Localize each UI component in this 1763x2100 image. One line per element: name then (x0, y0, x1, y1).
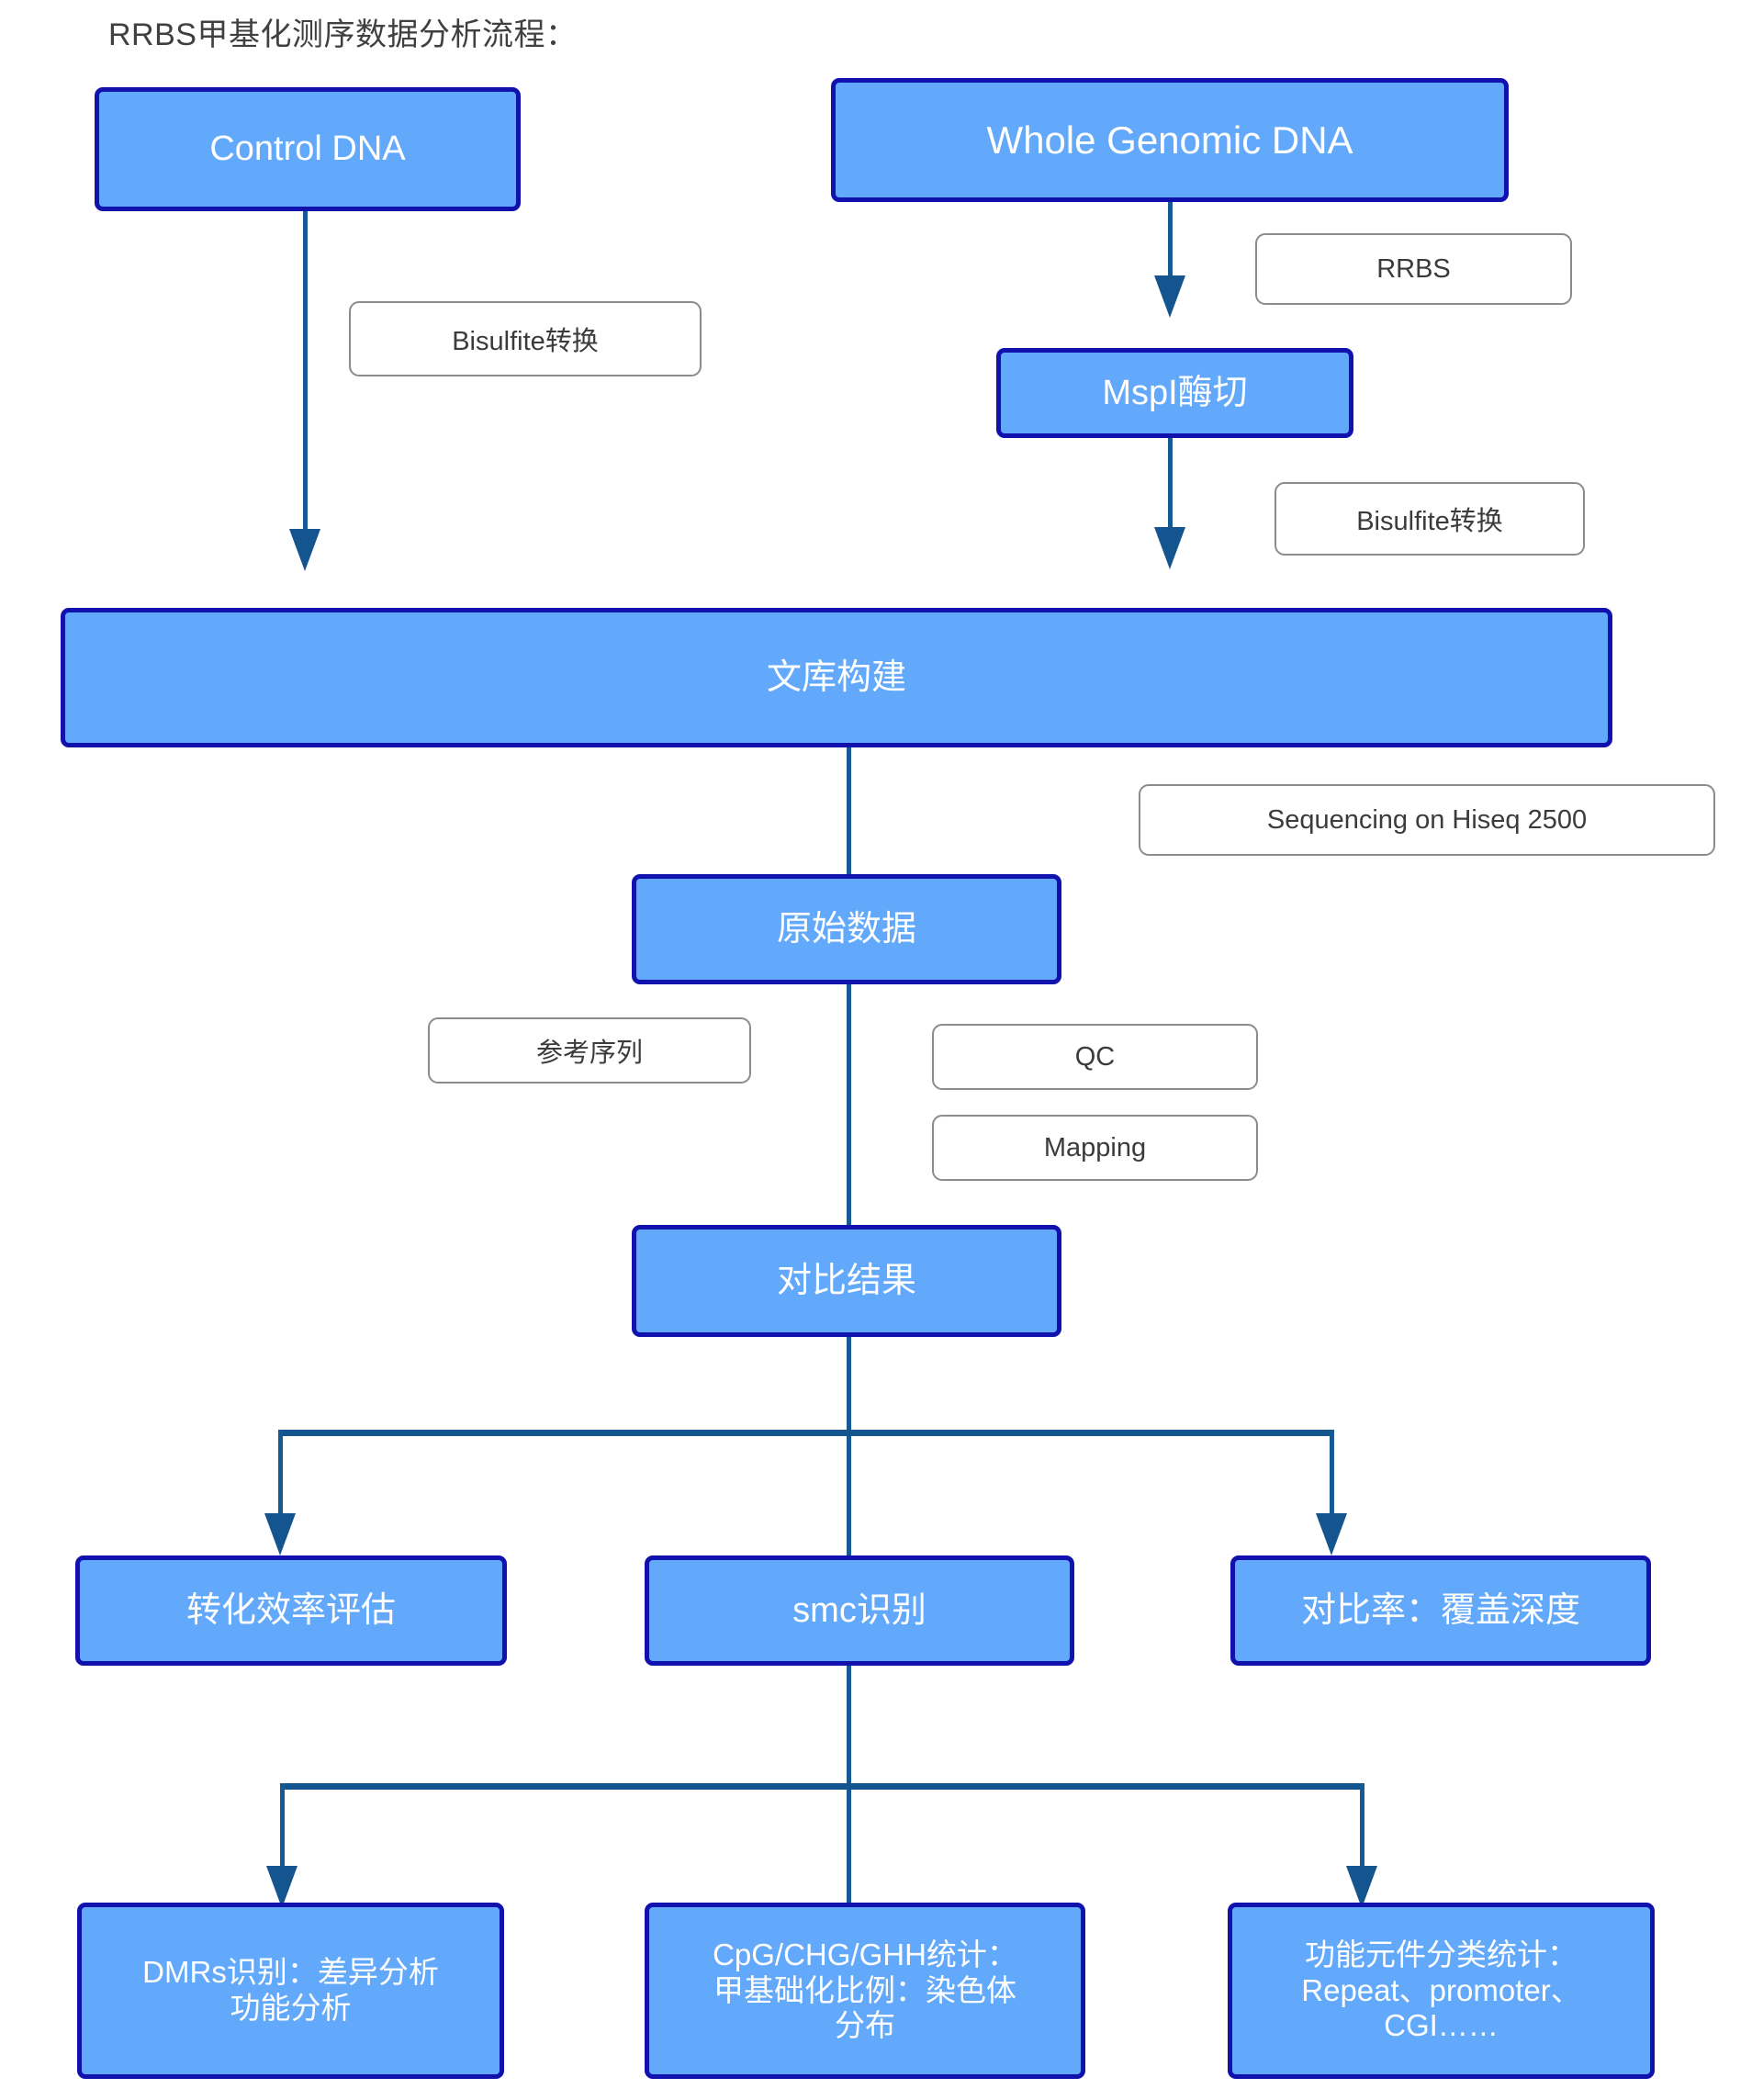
node-mapping-result[interactable]: 对比结果 (632, 1225, 1061, 1337)
node-mapping-rate-depth[interactable]: 对比率：覆盖深度 (1230, 1555, 1651, 1666)
connector-branch1-bar (278, 1430, 1334, 1436)
node-functional-elements[interactable]: 功能元件分类统计： Repeat、promoter、 CGI…… (1228, 1903, 1655, 2079)
connector-wgdna-to-mspi (1168, 202, 1173, 308)
node-dmrs[interactable]: DMRs识别：差异分析 功能分析 (77, 1903, 504, 2079)
connector-rawdata-to-mapping (847, 984, 851, 1225)
connector-branch2-left-drop (280, 1783, 285, 1887)
note-bisulfite-right[interactable]: Bisulfite转换 (1275, 482, 1585, 556)
arrowhead-control-to-library (289, 529, 320, 571)
connector-branch2-bar (280, 1783, 1364, 1790)
connector-branch1-left-drop (278, 1430, 283, 1535)
connector-branch1-right-drop (1330, 1430, 1334, 1535)
arrowhead-branch1-right (1316, 1513, 1347, 1555)
note-mapping[interactable]: Mapping (932, 1115, 1258, 1181)
connector-control-to-library (303, 211, 308, 551)
note-reference-sequence[interactable]: 参考序列 (428, 1017, 751, 1084)
connector-smc-stem (847, 1666, 851, 1934)
node-library-construction[interactable]: 文库构建 (61, 608, 1612, 747)
note-qc[interactable]: QC (932, 1024, 1258, 1090)
arrowhead-branch1-left (264, 1513, 296, 1555)
page-title: RRBS甲基化测序数据分析流程： (108, 17, 578, 52)
arrowhead-branch2-right (1346, 1866, 1377, 1908)
connector-branch2-right-drop (1360, 1783, 1364, 1887)
note-bisulfite-left[interactable]: Bisulfite转换 (349, 301, 702, 376)
connector-library-to-rawdata (847, 747, 851, 874)
note-rrbs[interactable]: RRBS (1255, 233, 1572, 305)
node-control-dna[interactable]: Control DNA (95, 87, 521, 211)
note-sequencing[interactable]: Sequencing on Hiseq 2500 (1139, 784, 1715, 856)
node-cpg-stats[interactable]: CpG/CHG/GHH统计： 甲基础化比例：染色体 分布 (645, 1903, 1085, 2079)
arrowhead-wgdna-to-mspi (1154, 275, 1185, 318)
connector-mspi-to-library (1168, 438, 1173, 548)
node-conversion-efficiency[interactable]: 转化效率评估 (75, 1555, 507, 1666)
arrowhead-mspi-to-library (1154, 527, 1185, 569)
node-raw-data[interactable]: 原始数据 (632, 874, 1061, 984)
arrowhead-branch2-left (266, 1866, 298, 1908)
node-smc-identification[interactable]: smc识别 (645, 1555, 1074, 1666)
connector-mapping-result-stem (847, 1337, 851, 1583)
node-whole-genomic-dna[interactable]: Whole Genomic DNA (831, 78, 1509, 202)
node-mspi-digest[interactable]: MspI酶切 (996, 348, 1353, 438)
